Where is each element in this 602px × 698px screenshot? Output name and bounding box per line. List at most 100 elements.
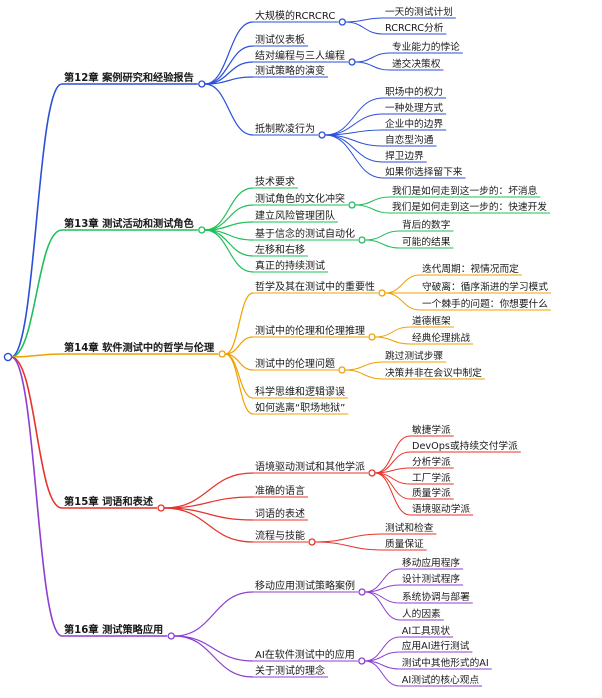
subtopic-label[interactable]: 递交决策权 [392,57,441,70]
subtopic-label[interactable]: AI工具现状 [402,624,451,637]
topic-collapse-toggle-icon[interactable] [368,469,376,477]
subtopic-connector [354,196,391,206]
subtopic-label[interactable]: 决策并非在会议中制定 [385,366,482,379]
subtopic-label[interactable]: 道德框架 [412,314,451,327]
topic-label[interactable]: 结对编程与三人编程 [255,49,345,62]
topic-label[interactable]: 测试角色的文化冲突 [255,192,345,205]
subtopic-label[interactable]: 系统协调与部署 [402,590,470,603]
topic-collapse-toggle-icon[interactable] [338,18,346,26]
topic-label[interactable]: 测试仪表板 [255,33,305,46]
subtopic-connector [364,660,400,687]
topic-label[interactable]: 哲学及其在测试中的重要性 [255,280,375,293]
topic-collapse-toggle-icon[interactable] [358,236,366,244]
topic-collapse-toggle-icon[interactable] [348,201,356,209]
topic-connector [164,507,254,543]
chapter-connector [10,83,63,358]
subtopic-label[interactable]: 迭代周期：视情况而定 [422,262,519,275]
subtopic-label[interactable]: 语境驱动学派 [412,502,470,515]
chapter-collapse-toggle-icon[interactable] [157,504,165,512]
topic-label[interactable]: 技术要求 [255,175,295,188]
topic-connector [204,76,254,85]
topic-label[interactable]: 语境驱动测试和其他学派 [255,460,365,473]
topic-label[interactable]: 准确的语言 [255,484,305,497]
subtopic-label[interactable]: 可能的结果 [402,235,451,248]
chapter-branch: 第15章 词语和表述 语境驱动测试和其他学派 敏捷学派 DevOps或持续交付学派分析… [10,356,521,551]
topic-connector [164,507,254,521]
subtopic-label[interactable]: 分析学派 [412,455,451,468]
subtopic-label[interactable]: 应用AI进行测试 [402,639,470,652]
topic-label[interactable]: 关于测试的理念 [255,664,325,677]
topic-label[interactable]: 大规模的RCRCRC [255,9,335,22]
subtopic-connector [345,21,384,35]
chapter-title[interactable]: 第13章 测试活动和测试角色 [64,217,195,230]
subtopic-label[interactable]: 测试中其他形式的AI [402,656,489,669]
topic-label[interactable]: AI在软件测试中的应用 [255,648,355,661]
chapter-collapse-toggle-icon[interactable] [198,226,206,234]
subtopic-label[interactable]: 测试和检查 [385,521,434,534]
subtopic-connector [364,239,401,249]
subtopic-label[interactable]: 一天的测试计划 [385,5,453,18]
subtopic-label[interactable]: 跳过测试步骤 [385,349,443,362]
topic-label[interactable]: 测试中的伦理和伦理推理 [255,324,365,337]
subtopic-label[interactable]: 一个棘手的问题：你想要什么 [422,297,548,310]
subtopic-connector [384,274,421,294]
subtopic-label[interactable]: 一种处理方式 [385,101,443,114]
root-node-icon[interactable] [3,352,13,362]
topic-label[interactable]: 流程与技能 [255,529,305,542]
chapter-collapse-toggle-icon[interactable] [167,632,175,640]
subtopic-label[interactable]: 经典伦理挑战 [412,331,470,344]
topic-label[interactable]: 如何逃离“职场地狱” [255,401,345,414]
topic-label[interactable]: 建立风险管理团队 [255,209,335,222]
subtopic-label[interactable]: 自恋型沟通 [385,133,434,146]
subtopic-label[interactable]: 我们是如何走到这一步的：快速开发 [392,200,547,213]
chapter-collapse-toggle-icon[interactable] [198,80,206,88]
subtopic-label[interactable]: 工厂学派 [412,471,451,484]
topic-label[interactable]: 左移和右移 [255,243,305,256]
topic-label[interactable]: 测试策略的演变 [255,64,325,77]
topic-label[interactable]: 真正的持续测试 [255,259,325,272]
subtopic-connector [374,435,411,474]
subtopic-label[interactable]: 人的因素 [402,607,441,620]
subtopic-label[interactable]: 守破离：循序渐进的学习模式 [422,280,548,293]
topic-collapse-toggle-icon[interactable] [338,366,346,374]
topic-collapse-toggle-icon[interactable] [348,58,356,66]
subtopic-label[interactable]: 企业中的边界 [385,117,443,130]
chapter-title[interactable]: 第16章 测试策略应用 [64,623,163,636]
subtopic-label[interactable]: 职场中的权力 [385,85,443,98]
subtopic-label[interactable]: AI测试的核心观点 [402,673,480,686]
subtopic-label[interactable]: 我们是如何走到这一步的：坏消息 [392,184,538,197]
subtopic-label[interactable]: 设计测试程序 [402,572,460,585]
subtopic-label[interactable]: 专业能力的悖论 [392,40,460,53]
subtopic-label[interactable]: 敏捷学派 [412,423,451,436]
subtopic-label[interactable]: DevOps或持续交付学派 [412,439,518,452]
chapter-title[interactable]: 第14章 软件测试中的哲学与伦理 [64,341,215,354]
subtopic-label[interactable]: RCRCRC分析 [385,21,444,34]
subtopic-connector [324,134,384,179]
subtopic-label[interactable]: 捍卫边界 [385,149,424,162]
topic-collapse-toggle-icon[interactable] [358,588,366,596]
topic-collapse-toggle-icon[interactable] [358,657,366,665]
topic-label[interactable]: 测试中的伦理问题 [255,357,335,370]
topic-connector [204,83,254,136]
chapter-title[interactable]: 第15章 词语和表述 [64,495,154,508]
subtopic-label[interactable]: 如果你选择留下来 [385,165,463,178]
subtopic-connector [344,361,384,371]
topic-label[interactable]: 词语的表述 [255,507,305,520]
subtopic-label[interactable]: 质量学派 [412,486,451,499]
subtopic-label[interactable]: 背后的数字 [402,218,450,231]
chapter-title[interactable]: 第12章 案例研究和经验报告 [64,71,194,84]
topic-collapse-toggle-icon[interactable] [308,538,316,546]
topic-connector [224,292,254,355]
subtopic-label[interactable]: 移动应用程序 [402,556,460,569]
topic-label[interactable]: 抵制欺凌行为 [255,122,315,135]
subtopic-label[interactable]: 质量保证 [385,537,424,550]
topic-collapse-toggle-icon[interactable] [378,289,386,297]
topic-label[interactable]: 移动应用测试策略案例 [255,579,355,592]
subtopic-connector [374,472,411,516]
topic-collapse-toggle-icon[interactable] [318,131,326,139]
topic-collapse-toggle-icon[interactable] [368,333,376,341]
topic-connector [164,472,254,509]
chapter-collapse-toggle-icon[interactable] [218,350,226,358]
topic-label[interactable]: 基于信念的测试自动化 [255,227,355,240]
topic-label[interactable]: 科学思维和逻辑谬误 [255,385,345,398]
